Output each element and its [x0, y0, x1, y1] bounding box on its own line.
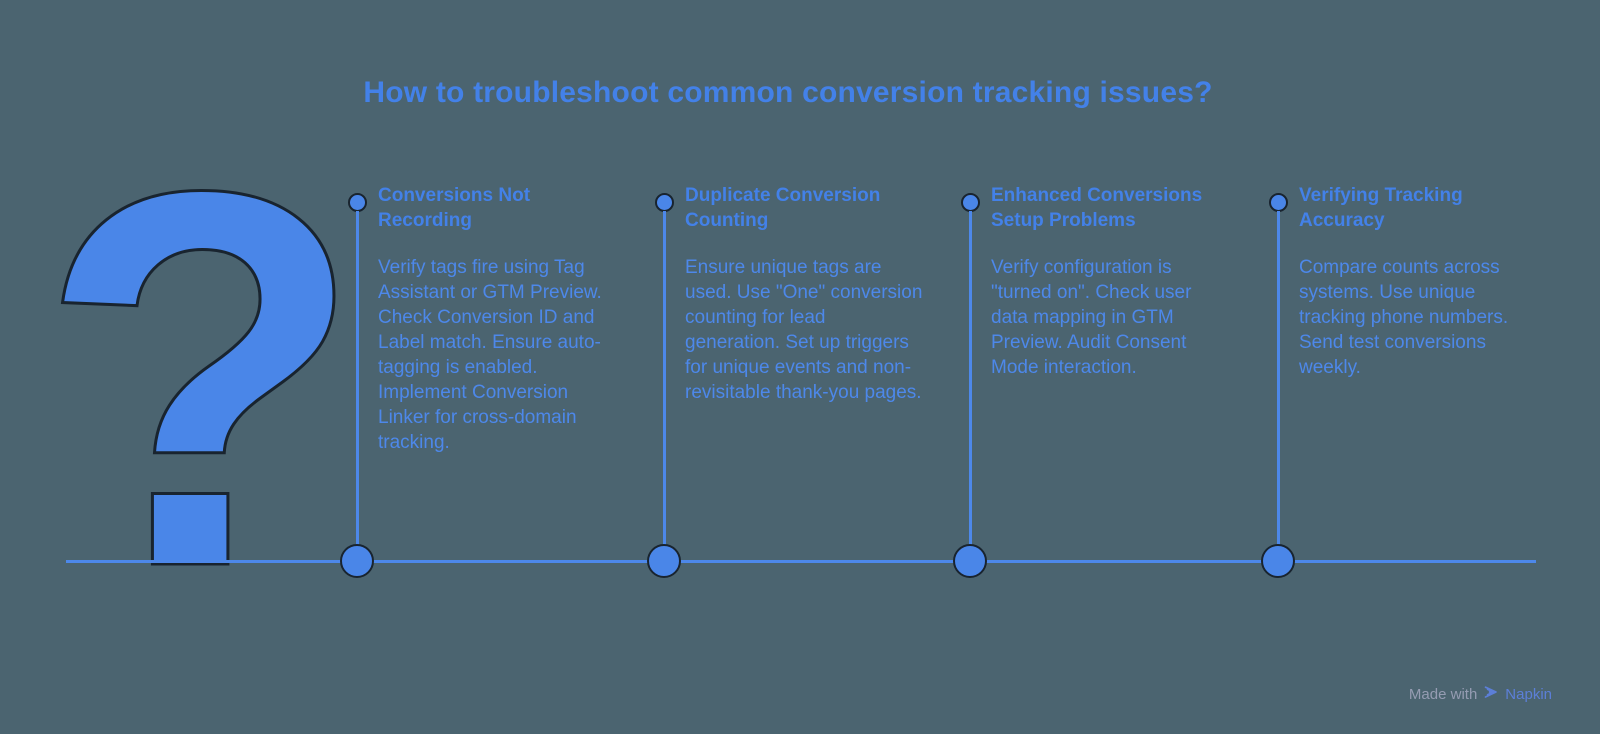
- napkin-logo-icon: [1483, 684, 1499, 704]
- milestone-heading: Duplicate Conversion Counting: [685, 185, 881, 231]
- milestone-heading: Conversions Not Recording: [378, 185, 531, 231]
- attribution-footer: Made with Napkin: [1409, 684, 1552, 704]
- milestone-top-dot-icon: [960, 193, 980, 212]
- milestone-node-icon: [1261, 544, 1295, 578]
- milestone-text: Duplicate Conversion Counting Ensure uni…: [685, 183, 923, 405]
- page-title: How to troubleshoot common conversion tr…: [363, 76, 1213, 109]
- milestone-text: Verifying Tracking Accuracy Compare coun…: [1299, 183, 1537, 380]
- milestone-connector: [662, 211, 666, 546]
- milestone-top-dot-icon: [1268, 193, 1288, 212]
- milestone-body: Compare counts across systems. Use uniqu…: [1299, 257, 1509, 378]
- milestone-text: Conversions Not Recording Verify tags fi…: [378, 183, 616, 455]
- made-with-label: Made with: [1408, 685, 1478, 703]
- milestone-text: Enhanced Conversions Setup Problems Veri…: [991, 183, 1229, 380]
- question-mark-graphic: ?: [37, 81, 367, 678]
- milestone-connector: [1276, 211, 1280, 546]
- milestone-top-dot-icon: [347, 193, 367, 212]
- milestone-node-icon: [647, 544, 681, 578]
- milestone-node-icon: [953, 544, 987, 578]
- milestone-body: Verify tags fire using Tag Assistant or …: [378, 257, 602, 453]
- milestone-heading: Verifying Tracking Accuracy: [1299, 185, 1463, 231]
- milestone-connector: [355, 211, 359, 546]
- brand-label: Napkin: [1505, 685, 1552, 703]
- milestone-node-icon: [340, 544, 374, 578]
- timeline-axis: [66, 560, 1536, 563]
- milestone-connector: [968, 211, 972, 546]
- milestone-body: Ensure unique tags are used. Use "One" c…: [685, 257, 923, 403]
- milestone-body: Verify configuration is "turned on". Che…: [991, 257, 1192, 378]
- milestone-top-dot-icon: [654, 193, 674, 212]
- milestone-heading: Enhanced Conversions Setup Problems: [991, 185, 1203, 231]
